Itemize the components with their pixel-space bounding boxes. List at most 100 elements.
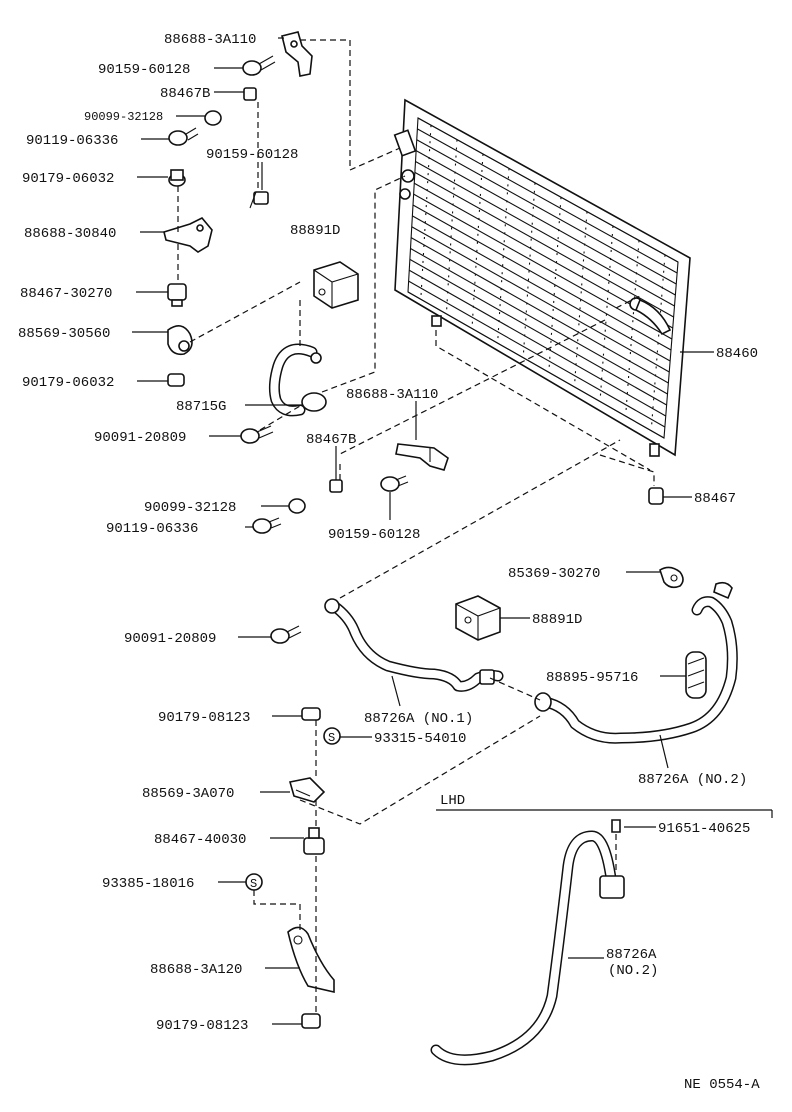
label-88467b-top: 88467B [160,86,210,102]
block-88891d-low [455,595,501,641]
pipe-88726a-no1 [324,598,504,692]
label-90159-60128-low: 90159-60128 [328,527,420,543]
label-88726a-lhd-no: (NO.2) [608,963,658,979]
label-88467: 88467 [694,491,736,507]
condenser-fin [417,117,679,263]
label-88895-95716: 88895-95716 [546,670,638,686]
condenser-fin [411,226,670,373]
label-85369-30270: 85369-30270 [508,566,600,582]
bolt-90091-20809-b [270,625,302,644]
label-90179-08123-a: 90179-08123 [158,710,250,726]
label-90159-60128-top: 90159-60128 [98,62,190,78]
label-88467-30270: 88467-30270 [20,286,112,302]
condenser-fin [410,237,669,384]
condenser-core-line [445,139,458,314]
nut-90179-08123-a [301,707,321,721]
pipe-88715g [268,343,327,417]
block-88891d-top [313,261,359,309]
label-88891d-top: 88891D [290,223,340,239]
condenser-fin [410,248,668,395]
hose-88895-95716 [685,651,707,699]
condenser-fin [412,204,672,351]
condenser-fin [417,128,678,274]
washer-93385-18016: S [245,873,263,891]
label-88688-3a110-mid: 88688-3A110 [346,387,438,403]
bolt-90091-20809-a [240,425,274,444]
bracket-88688-30840 [163,217,213,253]
bolt-90119-06336-top [168,127,199,146]
clamp-88569-30560 [167,325,193,356]
label-90179-06032-b: 90179-06032 [22,375,114,391]
part-labels: 88688-3A110 90159-60128 88467B 90099-321… [18,32,760,1093]
label-lhd: LHD [440,793,465,809]
diagram-code: NE 0554-A [684,1077,760,1093]
reference-lines [177,39,655,1012]
label-91651-40625: 91651-40625 [658,821,750,837]
condenser-fin [408,280,666,428]
condenser-fin [414,171,674,318]
label-88688-3a120: 88688-3A120 [150,962,242,978]
label-88467b-mid: 88467B [306,432,356,448]
bolt-90159-60128-low [380,475,409,492]
lhd-inset [430,809,773,1066]
label-88715g: 88715G [176,399,226,415]
collar-88467b-mid [329,479,343,493]
condenser-fin [415,150,676,296]
label-88726a-lhd: 88726A [606,947,657,963]
nut-90179-06032-b [167,373,185,387]
svg-text:S: S [328,731,335,745]
label-88891d-low: 88891D [532,612,582,628]
leader-lines [132,37,714,1025]
cushion-88467-40030 [303,827,325,855]
label-88726a-no1: 88726A (NO.1) [364,711,473,727]
condenser-core-line [420,125,432,300]
label-88569-30560: 88569-30560 [18,326,110,342]
clamp-85369-30270 [659,566,684,589]
label-88688-30840: 88688-30840 [24,226,116,242]
condenser-fin [416,139,677,285]
bolt-90159-60128-top [242,55,276,76]
pipe-88726a-no2 [534,581,738,744]
label-93315-54010: 93315-54010 [374,731,466,747]
clamp-88569-3a070 [288,777,326,803]
label-90179-06032-a: 90179-06032 [22,171,114,187]
condenser-core-line [471,153,484,329]
bolt-90119-06336-mid [252,517,282,534]
label-90179-08123-b: 90179-08123 [156,1018,248,1034]
bracket-88688-3a110-mid [395,443,449,471]
condenser-fin [415,161,675,307]
label-88569-3a070: 88569-3A070 [142,786,234,802]
cushion-88467-30270 [167,283,187,307]
label-90159-60128-mid: 90159-60128 [206,147,298,163]
bolt-90159-60128-mid [249,191,269,209]
bracket-88688-3a110-top [281,31,313,77]
condenser-fin [412,215,671,362]
condenser-core-line [497,168,510,344]
condenser-fin [413,193,673,340]
label-90099-32128-mid: 90099-32128 [144,500,236,516]
label-90091-20809-b: 90091-20809 [124,631,216,647]
label-93385-18016: 93385-18016 [102,876,194,892]
condenser-fin [409,258,667,406]
collar-88467b-top [243,87,257,101]
label-90099-32128-top: 90099-32128 [84,110,163,124]
nut-90099-32128-top [204,110,222,126]
condenser-fin [408,269,667,417]
cushion-88467 [648,487,664,505]
svg-text:S: S [250,877,257,891]
condenser-core-line [625,240,640,417]
label-88460: 88460 [716,346,758,362]
condenser-fin [407,291,665,439]
washer-93315-54010: S [323,727,341,745]
bracket-88688-3a120 [287,926,335,994]
condenser-core-line [650,254,666,431]
nut-90179-06032-a [168,169,186,187]
label-90119-06336-mid: 90119-06336 [106,521,198,537]
label-90091-20809-a: 90091-20809 [94,430,186,446]
label-88467-40030: 88467-40030 [154,832,246,848]
label-90119-06336-top: 90119-06336 [26,133,118,149]
label-88688-3a110-top: 88688-3A110 [164,32,256,48]
nut-90179-08123-b [301,1013,321,1029]
condenser-88460 [393,98,691,457]
